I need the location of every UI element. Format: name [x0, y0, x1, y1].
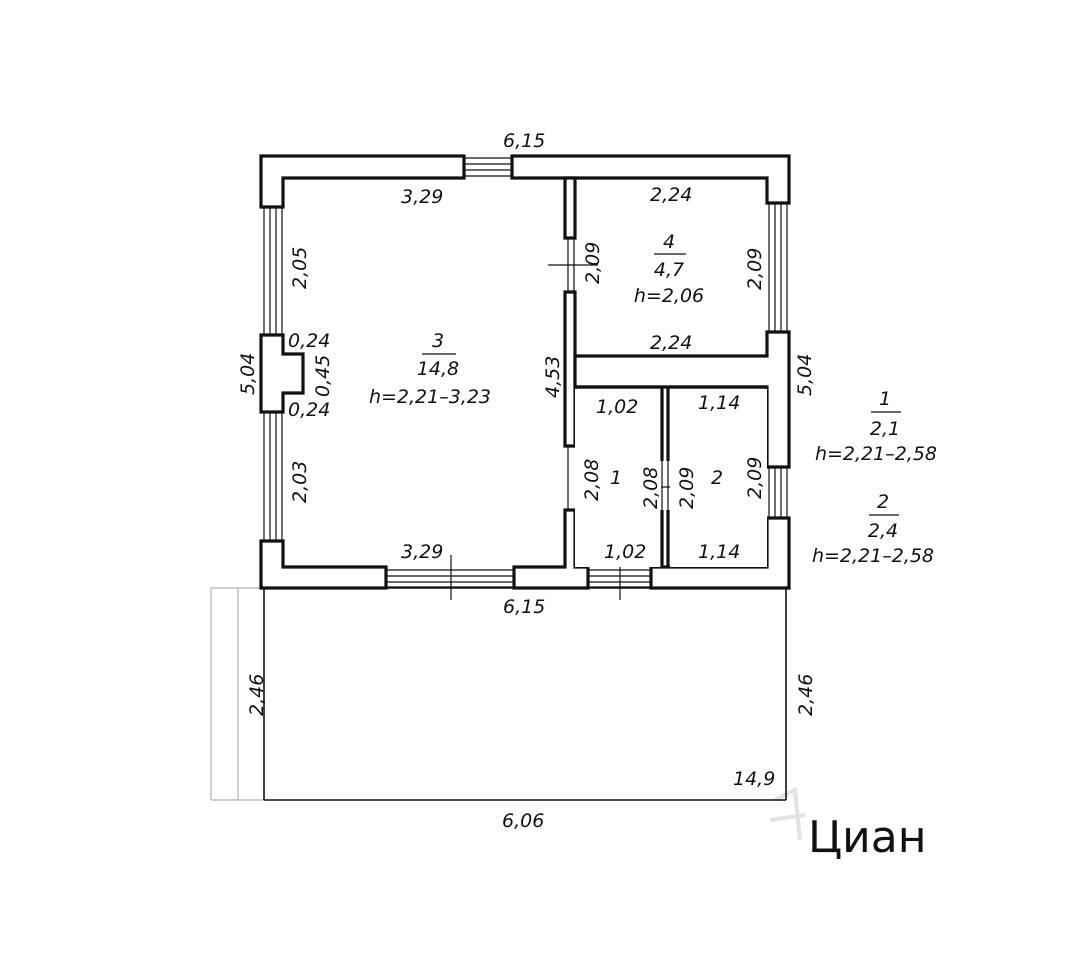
dim-room2-right: 2,09 [744, 457, 766, 499]
room2-number: 2 [711, 467, 723, 489]
dim-partition: 4,53 [542, 356, 564, 398]
dim-room1-bottom: 1,02 [604, 541, 646, 563]
room-labels: 3 14,8 h=2,21–3,23 4 4,7 h=2,06 1 2 [369, 231, 723, 489]
room3-number: 3 [432, 330, 444, 352]
dim-room1-top: 1,02 [596, 396, 638, 418]
dim-top-outer: 6,15 [503, 130, 545, 152]
dim-top-inner-left: 3,29 [401, 186, 443, 208]
room1-number: 1 [610, 467, 622, 489]
dim-left-pier-mid: 0,45 [312, 355, 334, 397]
room4-height: h=2,06 [634, 285, 704, 307]
room3-area: 14,8 [417, 358, 459, 380]
walls [259, 154, 791, 590]
dim-terrace-left: 2,46 [246, 674, 268, 716]
dim-left-pier-top: 0,24 [288, 330, 330, 352]
dim-terrace-bottom: 6,06 [502, 810, 544, 832]
dim-room2-top: 1,14 [698, 392, 740, 414]
legend-1-area: 2,1 [870, 418, 900, 440]
watermark: Циан [769, 786, 927, 863]
dim-left-outer: 5,04 [237, 353, 259, 395]
dim-left-pier-bottom: 0,24 [288, 399, 330, 421]
room4-number: 4 [663, 231, 675, 253]
dimension-labels: 6,15 3,29 3,29 6,15 5,04 2,05 2,03 0,24 … [237, 130, 817, 832]
terrace-area: 14,9 [733, 768, 775, 790]
dim-bottom-inner-left: 3,29 [401, 541, 443, 563]
wall-left-pier [259, 333, 305, 414]
legend-2-number: 2 [877, 491, 889, 513]
legend-2-height: h=2,21–2,58 [812, 545, 934, 567]
dim-room4-top: 2,24 [650, 184, 692, 206]
dim-bottom-outer: 6,15 [503, 596, 545, 618]
wall-bottom-left [259, 539, 388, 590]
dim-terrace-right: 2,46 [795, 674, 817, 716]
legend-1-number: 1 [879, 388, 891, 410]
legend-2-area: 2,4 [868, 520, 898, 542]
dim-room1-left: 2,08 [581, 459, 603, 501]
dim-room2-bottom: 1,14 [698, 541, 740, 563]
legend: 1 2,1 h=2,21–2,58 2 2,4 h=2,21–2,58 [812, 388, 937, 567]
dim-right-outer: 5,04 [794, 354, 816, 396]
dim-room2-left: 2,09 [676, 467, 698, 509]
wall-partition-top [563, 176, 577, 240]
room4-area: 4,7 [654, 259, 684, 281]
terrace [210, 587, 787, 801]
legend-1-height: h=2,21–2,58 [815, 443, 937, 465]
dim-room1-right: 2,08 [640, 467, 662, 509]
dim-left-upper: 2,05 [289, 247, 311, 289]
wall-top-left [259, 154, 466, 209]
wall-top-right [510, 154, 791, 205]
dim-left-lower: 2,03 [289, 461, 311, 503]
watermark-text: Циан [808, 812, 927, 863]
dim-room4-bottom: 2,24 [650, 332, 692, 354]
openings [263, 157, 788, 600]
room3-height: h=2,21–3,23 [369, 386, 491, 408]
dim-room4-left: 2,09 [582, 242, 604, 284]
dim-room4-right: 2,09 [744, 248, 766, 290]
